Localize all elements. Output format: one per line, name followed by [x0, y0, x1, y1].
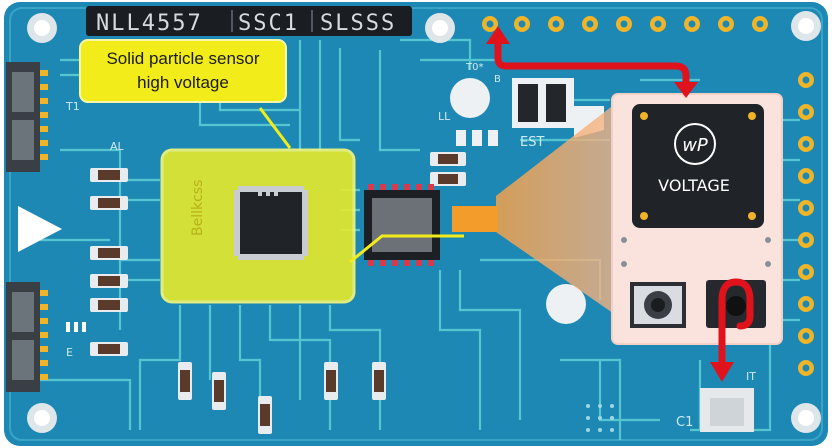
top-components	[430, 78, 604, 324]
module-logo-text: wP	[682, 135, 708, 156]
bottom-dots	[586, 404, 614, 432]
module-logo-icon: wP	[674, 123, 716, 165]
bottom-connector	[700, 388, 754, 432]
silk-t0: T0*	[465, 62, 483, 73]
secondary-ic	[364, 184, 440, 266]
beam-nozzle	[452, 206, 498, 232]
top-red-arrow	[494, 36, 690, 88]
red-arrows	[486, 26, 754, 382]
header-label-3: SLSSS	[320, 11, 396, 36]
left-marks	[66, 322, 86, 332]
left-resistors	[90, 168, 128, 356]
silk-e: E	[66, 346, 73, 359]
bottom-resistors	[178, 362, 386, 434]
top-header: NLL4557 SSC1 SLSSS	[86, 6, 412, 36]
button-icon	[706, 280, 766, 328]
module-label: VOLTAGE	[658, 176, 730, 195]
pcb-inner-edge	[9, 7, 823, 441]
callout-bubble: Solid particle sensor high voltage	[79, 39, 287, 103]
bottom-arrow-head	[710, 362, 734, 382]
callout-line-1: Solid particle sensor	[106, 49, 259, 68]
header-label-1: NLL4557	[96, 11, 203, 36]
silk-ll: LL	[438, 110, 451, 123]
triangle-marker-icon	[18, 206, 62, 252]
mounting-hole-icon	[425, 13, 455, 43]
mounting-holes	[27, 11, 821, 433]
mounting-hole-icon	[27, 403, 57, 433]
silk-t1: T1	[65, 100, 80, 113]
silk-c1: C1	[676, 415, 693, 430]
mounting-hole-icon	[27, 13, 57, 43]
left-connector-top	[6, 62, 48, 172]
mounting-hole-icon	[791, 403, 821, 433]
bottom-red-arrow	[718, 278, 754, 366]
camera-icon	[630, 282, 686, 328]
left-connector-bottom	[6, 282, 48, 392]
mounting-hole-icon	[791, 11, 821, 41]
silkscreen: T0* B EST AL T1 LL E C1 IT	[65, 62, 756, 430]
highlight-chip-area: Bellkcss	[160, 148, 356, 304]
header-label-2: SSC1	[238, 11, 299, 36]
voltage-module: wP VOLTAGE	[611, 93, 783, 345]
sensor-beam	[496, 100, 620, 318]
silk-b: B	[494, 74, 501, 85]
callout-leaders	[258, 107, 464, 264]
silk-it: IT	[746, 370, 756, 383]
silk-est: EST	[520, 135, 544, 150]
main-ic	[234, 186, 308, 260]
callout-line-2: high voltage	[137, 73, 229, 92]
top-arrow-head-down	[674, 82, 698, 98]
top-arrow-head-up	[486, 26, 510, 44]
highlight-chip-label: Bellkcss	[190, 180, 206, 236]
silk-al: AL	[110, 140, 125, 153]
